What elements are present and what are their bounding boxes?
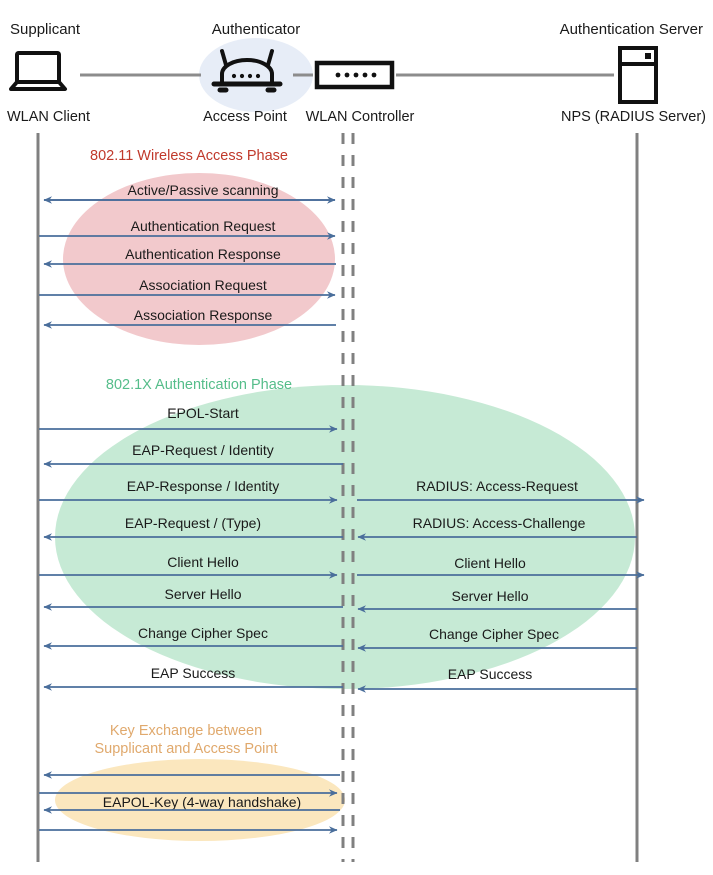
message-label: Change Cipher Spec (138, 625, 268, 641)
message-label-radius: EAP Success (448, 666, 533, 682)
server-icon (618, 46, 658, 104)
message-label: EAP-Request / (Type) (125, 515, 261, 531)
message-label: EPOL-Start (167, 405, 239, 421)
message-label-radius: RADIUS: Access-Challenge (413, 515, 586, 531)
wireless-router-icon (211, 49, 283, 93)
message-group-8021x: EPOL-Start EAP-Request / Identity EAP-Re… (39, 405, 645, 693)
phase-label-key-exchange-line1: Key Exchange between (110, 723, 262, 739)
phase-8021x-ellipse (55, 385, 635, 689)
phase-key-exchange-ellipse (55, 759, 345, 841)
message-label-radius: RADIUS: Access-Request (416, 478, 578, 494)
message-label: Authentication Response (125, 246, 281, 262)
message-label: Server Hello (164, 586, 241, 602)
message-label: Active/Passive scanning (128, 182, 279, 198)
actor-role-authentication-server: Authentication Server (560, 21, 703, 38)
device-label-nps-radius-server: NPS (RADIUS Server) (561, 109, 706, 125)
phase-label-80211: 802.11 Wireless Access Phase (90, 148, 288, 164)
message-label: EAP-Request / Identity (132, 442, 274, 458)
device-label-access-point: Access Point (203, 109, 287, 125)
handshake-label: EAPOL-Key (4-way handshake) (103, 794, 301, 810)
authenticator-highlight-ellipse (199, 38, 313, 112)
message-label: Authentication Request (131, 218, 276, 234)
phase-label-key-exchange-line2: Supplicant and Access Point (95, 741, 278, 757)
message-label: EAP-Response / Identity (127, 478, 280, 494)
message-label: Association Response (134, 307, 273, 323)
actor-role-supplicant: Supplicant (10, 21, 81, 38)
actor-role-authenticator: Authenticator (212, 21, 300, 38)
device-label-wlan-client: WLAN Client (7, 109, 90, 125)
message-label: EAP Success (151, 665, 236, 681)
message-label: Association Request (139, 277, 267, 293)
phase-80211-ellipse (63, 173, 335, 345)
message-label: Client Hello (167, 554, 239, 570)
message-group-80211: Active/Passive scanning Authentication R… (39, 182, 336, 329)
wlan-controller-icon (314, 60, 395, 90)
message-label-radius: Client Hello (454, 555, 526, 571)
message-label-radius: Change Cipher Spec (429, 626, 559, 642)
message-group-key-exchange: EAPOL-Key (4-way handshake) (39, 771, 340, 834)
device-label-wlan-controller: WLAN Controller (306, 109, 415, 125)
laptop-icon (9, 51, 67, 91)
message-label-radius: Server Hello (451, 588, 528, 604)
phase-label-8021x: 802.1X Authentication Phase (106, 377, 292, 393)
